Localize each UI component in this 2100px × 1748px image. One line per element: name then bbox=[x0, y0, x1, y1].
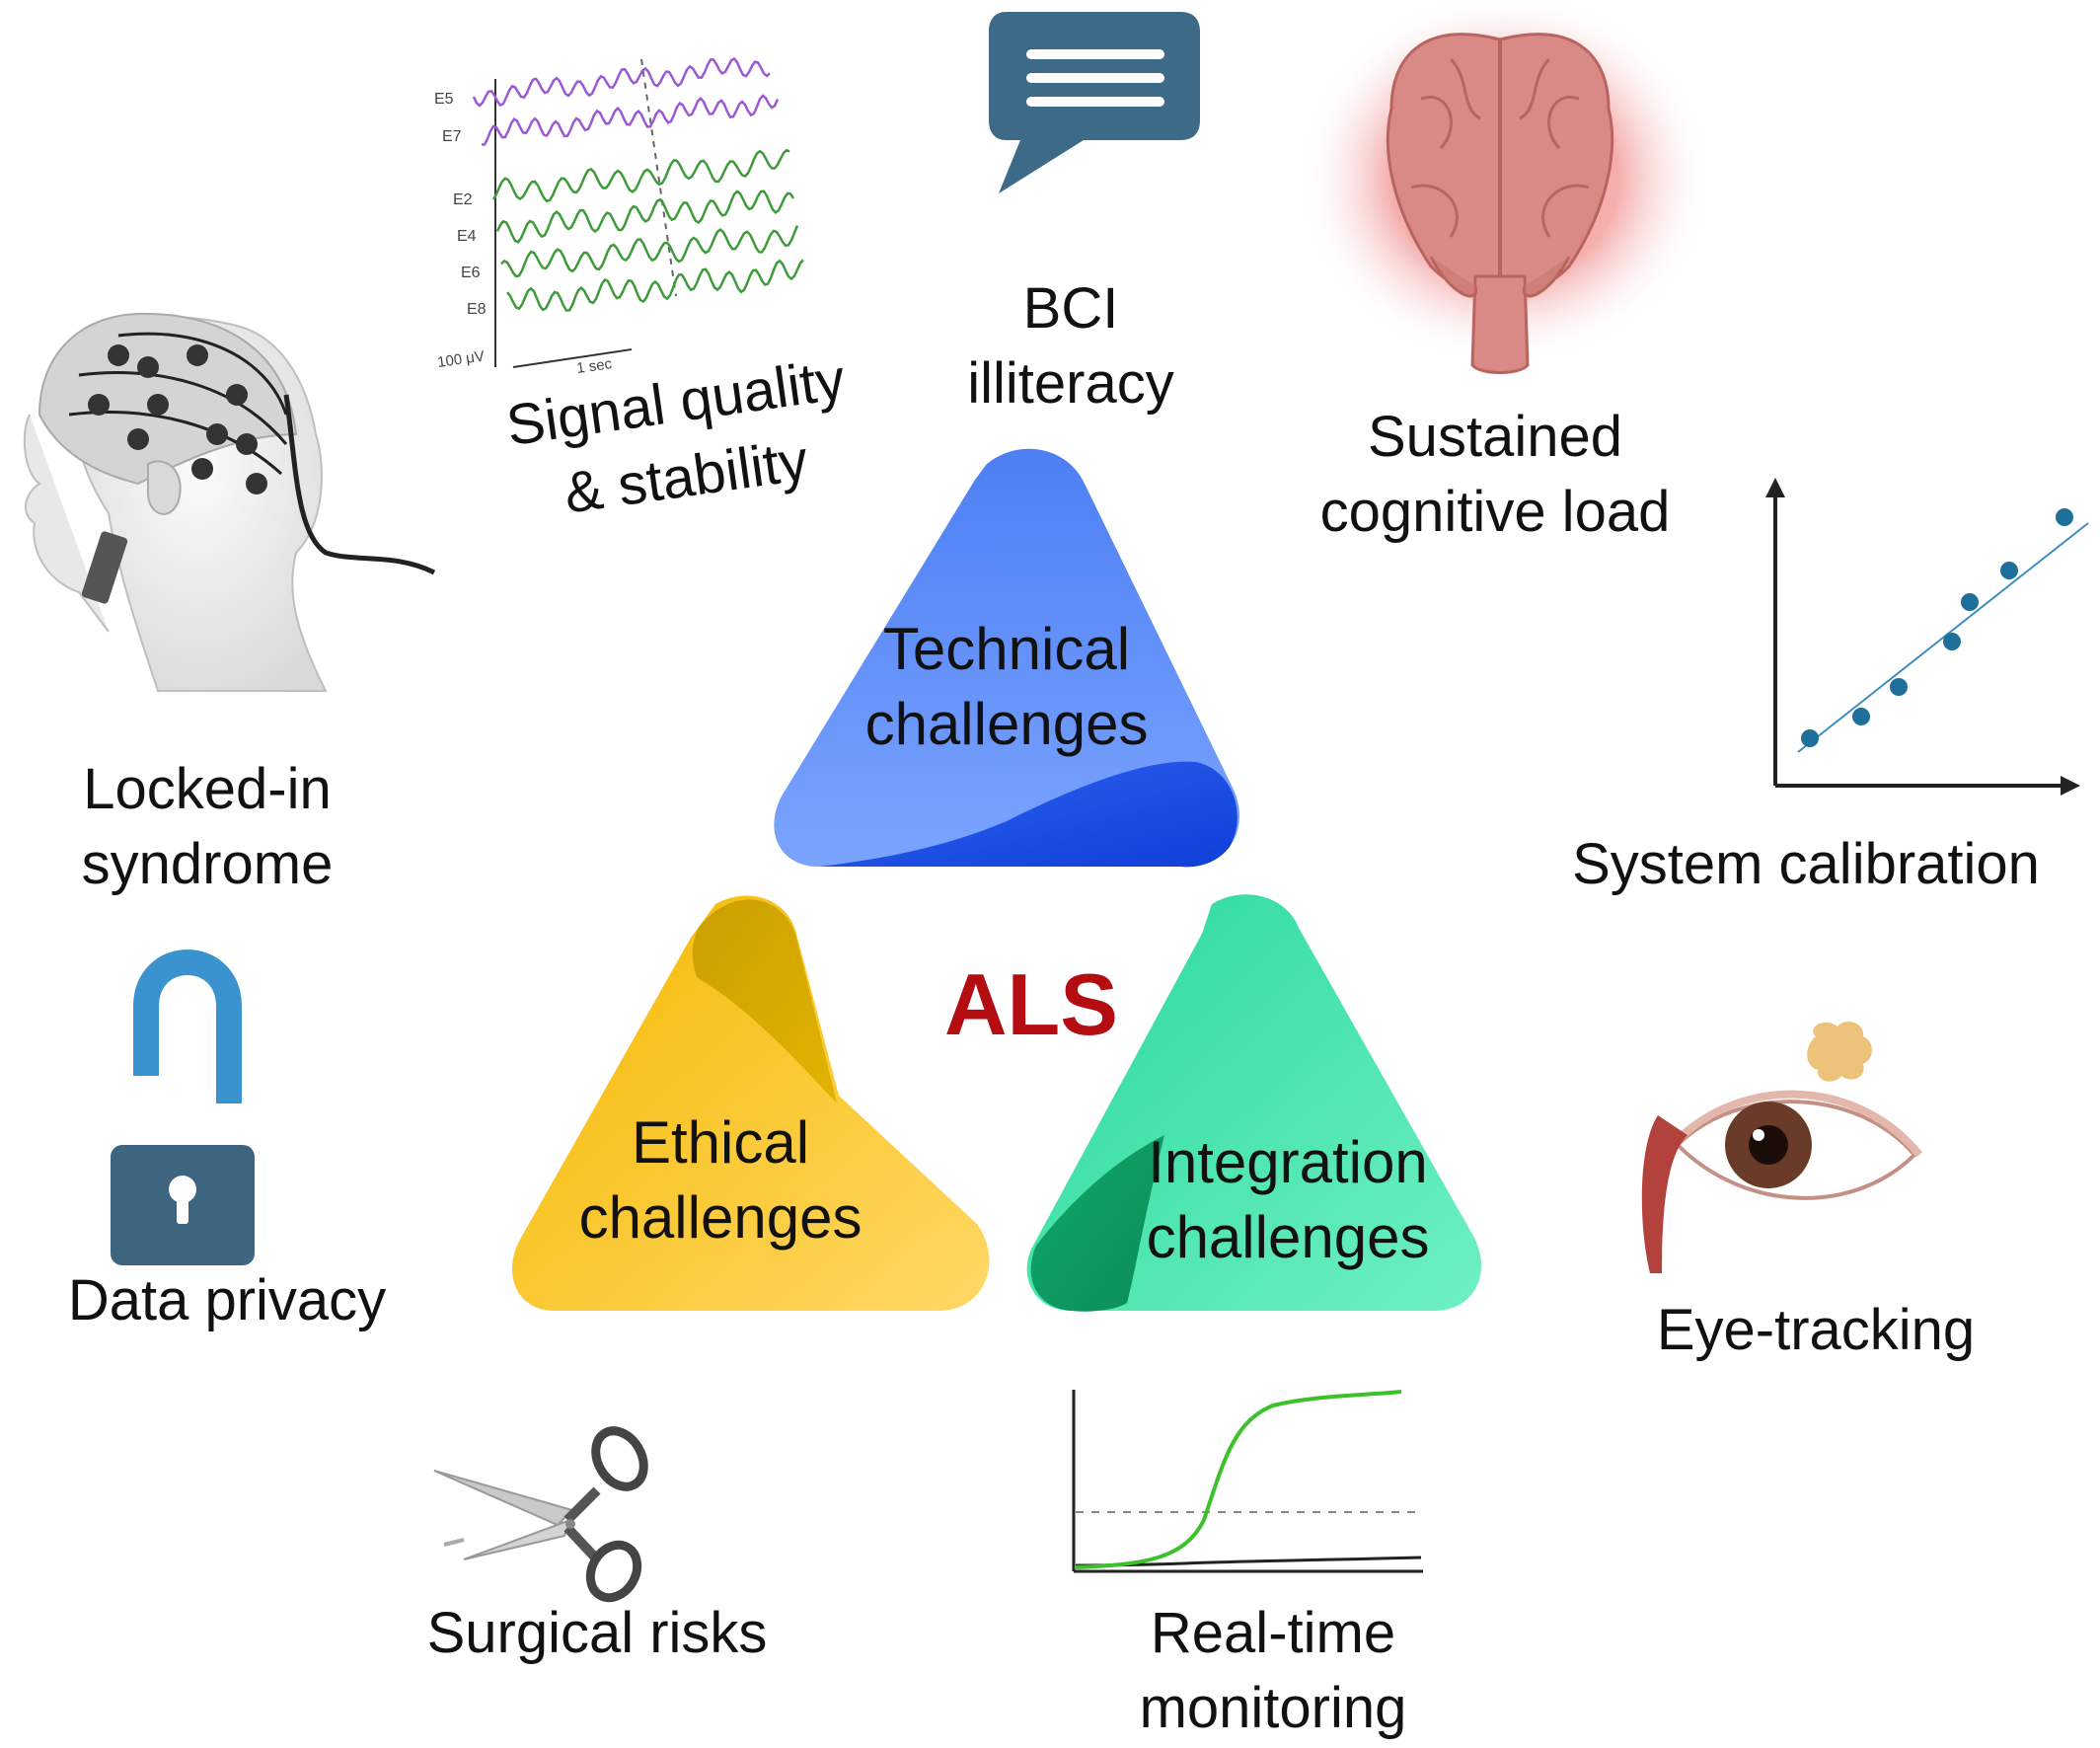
calibration-point bbox=[1801, 729, 1819, 747]
real-time-monitoring-label: Real-time monitoring bbox=[1139, 1601, 1407, 1740]
eeg-channel-label: E7 bbox=[442, 128, 462, 145]
eeg-trace bbox=[472, 56, 771, 108]
scissors-icon bbox=[433, 1426, 648, 1603]
eeg-signal-plot: E5 E7 E2 E4 E6 E8 100 μV 1 sec bbox=[434, 56, 804, 377]
calibration-point bbox=[1852, 708, 1870, 725]
integration-triangle bbox=[1026, 894, 1481, 1312]
calibration-point bbox=[1890, 678, 1908, 696]
surgical-risks-label: Surgical risks bbox=[426, 1601, 768, 1665]
calibration-point bbox=[1961, 593, 1979, 611]
eeg-trace bbox=[495, 190, 795, 244]
ethical-triangle bbox=[511, 895, 990, 1311]
eeg-channel-label: E8 bbox=[467, 301, 487, 318]
center-als-label: ALS bbox=[944, 955, 1118, 1053]
open-padlock-icon bbox=[111, 950, 255, 1265]
calibration-plot bbox=[1765, 478, 2089, 796]
eeg-trace bbox=[491, 148, 790, 203]
eeg-trace bbox=[500, 225, 799, 278]
eeg-channel-label: E4 bbox=[457, 228, 477, 245]
technical-triangle bbox=[774, 448, 1240, 868]
eeg-channel-label: E2 bbox=[453, 191, 473, 208]
technical-challenges-label: Technical challenges bbox=[864, 616, 1149, 757]
system-calibration-label: System calibration bbox=[1572, 832, 2040, 896]
calibration-point bbox=[2056, 508, 2073, 526]
eye-icon bbox=[1641, 1022, 1923, 1273]
eeg-time-label: 1 sec bbox=[575, 355, 613, 377]
eeg-channel-label: E6 bbox=[461, 265, 481, 281]
eeg-trace bbox=[481, 94, 780, 146]
eeg-scale-label: 100 μV bbox=[436, 347, 486, 370]
eye-tracking-label: Eye-tracking bbox=[1656, 1298, 1976, 1362]
locked-in-syndrome-label: Locked-in syndrome bbox=[81, 757, 334, 896]
calibration-point bbox=[2000, 562, 2018, 579]
speech-bubble-icon bbox=[989, 12, 1200, 193]
eeg-channel-label: E5 bbox=[434, 91, 454, 108]
calibration-point bbox=[1943, 633, 1961, 650]
ethical-challenges-label: Ethical challenges bbox=[578, 1109, 862, 1251]
eeg-cap-head-icon bbox=[23, 312, 436, 692]
eeg-trace bbox=[506, 259, 804, 312]
real-time-monitoring-plot bbox=[1072, 1390, 1423, 1573]
integration-challenges-label: Integration challenges bbox=[1146, 1129, 1430, 1270]
bci-illiteracy-label: BCI illiteracy bbox=[967, 276, 1174, 416]
cognitive-load-label: Sustained cognitive load bbox=[1319, 405, 1671, 544]
data-privacy-label: Data privacy bbox=[67, 1268, 387, 1332]
brain-icon bbox=[1298, 0, 1712, 374]
